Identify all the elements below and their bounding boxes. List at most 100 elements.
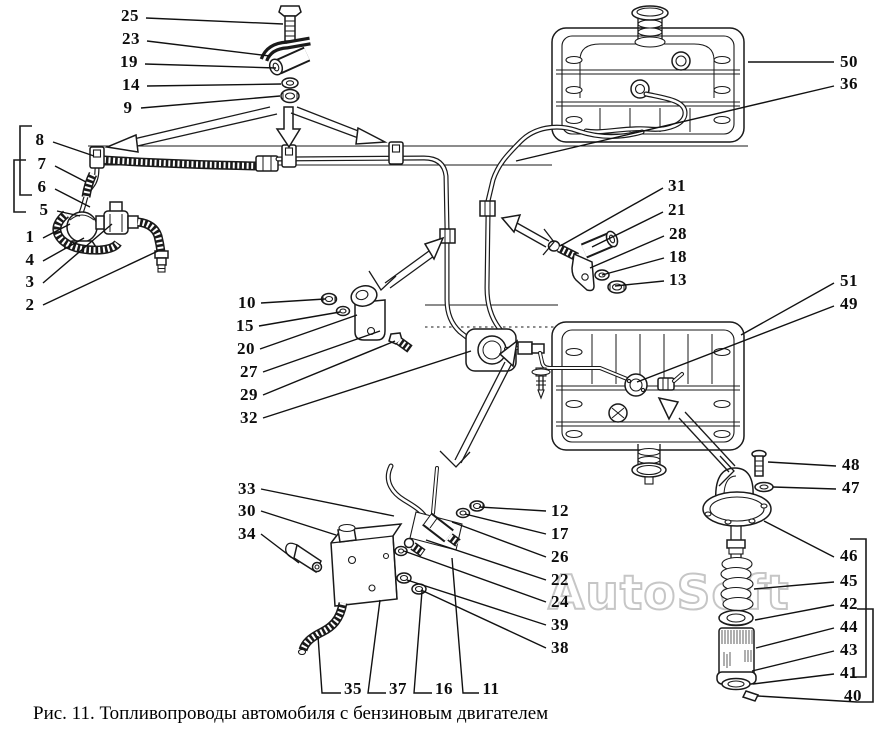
part-label-23: 23	[122, 29, 140, 48]
fuel-tank-upper	[551, 5, 745, 143]
part-label-20: 20	[237, 339, 255, 358]
leader-line-44	[755, 627, 835, 649]
part-label-27: 27	[240, 362, 258, 381]
leader-line-11	[451, 557, 479, 694]
leader-line-23	[146, 40, 271, 57]
part-label-25: 25	[121, 6, 139, 25]
part-label-1: 1	[25, 227, 35, 246]
filler-cap-lower	[631, 444, 667, 485]
leader-line-20	[259, 314, 358, 350]
part-label-50: 50	[840, 52, 858, 71]
part-label-4: 4	[25, 250, 35, 269]
leader-line-8	[52, 141, 95, 157]
part-label-30: 30	[238, 501, 256, 520]
leader-line-26	[451, 521, 547, 558]
leader-line-40	[757, 695, 858, 703]
part-label-34: 34	[238, 524, 256, 543]
leader-line-28	[589, 235, 665, 269]
part-label-44: 44	[840, 617, 858, 636]
pipe-clip-left	[89, 146, 105, 169]
leader-line-43	[751, 650, 835, 672]
leader-line-45	[753, 581, 835, 590]
part-label-16: 16	[435, 679, 453, 698]
part-label-5: 5	[39, 200, 49, 219]
leader-line-2	[42, 250, 159, 306]
leader-line-17	[464, 513, 547, 535]
leader-line-6	[54, 188, 91, 208]
part-label-38: 38	[551, 638, 569, 657]
leader-line-24	[403, 550, 547, 603]
leader-line-35	[317, 635, 341, 694]
part-label-39: 39	[551, 615, 569, 634]
fuel-pickup-unit	[702, 449, 774, 702]
part-label-40: 40	[844, 686, 862, 705]
part-label-17: 17	[551, 524, 569, 543]
leader-line-19	[144, 63, 277, 69]
leader-line-21	[591, 211, 664, 248]
part-label-48: 48	[842, 455, 860, 474]
leader-line-5	[56, 210, 81, 217]
leader-line-18	[601, 257, 665, 276]
filter-mesh	[721, 630, 753, 668]
fuel-pump-assembly	[285, 463, 485, 656]
leader-line-22	[425, 539, 547, 581]
part-label-24: 24	[551, 592, 569, 611]
part-label-45: 45	[840, 571, 858, 590]
fuel-tank-lower	[551, 321, 745, 485]
part-label-21: 21	[668, 200, 686, 219]
part-label-29: 29	[240, 385, 258, 404]
leader-line-1	[42, 223, 71, 239]
part-label-28: 28	[669, 224, 687, 243]
leader-line-7	[54, 165, 87, 183]
part-label-46: 46	[840, 546, 858, 565]
leader-line-34	[260, 533, 300, 564]
part-label-11: 11	[482, 679, 500, 698]
leader-line-51	[740, 282, 835, 336]
part-label-22: 22	[551, 570, 569, 589]
part-label-47: 47	[842, 478, 860, 497]
part-label-41: 41	[840, 663, 858, 682]
leader-line-4	[42, 237, 85, 262]
part-label-32: 32	[240, 408, 258, 427]
part-label-7: 7	[37, 154, 47, 173]
leader-line-39	[406, 579, 547, 626]
part-label-2: 2	[25, 295, 35, 314]
leader-line-3	[42, 223, 113, 284]
leader-line-12	[478, 506, 547, 512]
reference-arrows	[104, 106, 736, 487]
part-label-33: 33	[238, 479, 256, 498]
leader-line-36	[515, 85, 835, 162]
part-label-14: 14	[122, 75, 140, 94]
leader-line-27	[262, 330, 381, 373]
fuel-intake-assembly	[52, 201, 169, 273]
part-label-12: 12	[551, 501, 569, 520]
leader-lines	[42, 17, 858, 703]
filler-cap-upper	[631, 5, 669, 48]
part-label-19: 19	[120, 52, 138, 71]
figure-caption: Рис. 11. Топливопроводы автомобиля с бен…	[33, 703, 549, 724]
leader-line-38	[420, 589, 547, 649]
check-valve-group	[547, 230, 627, 294]
leader-line-47	[772, 486, 837, 490]
part-label-43: 43	[840, 640, 858, 659]
part-label-18: 18	[669, 247, 687, 266]
part-label-13: 13	[669, 270, 687, 289]
part-label-49: 49	[840, 294, 858, 313]
clamp-hardware-group	[259, 5, 312, 104]
drain-tap	[531, 367, 551, 400]
part-label-8: 8	[35, 130, 45, 149]
leader-line-37	[367, 599, 386, 694]
part-label-37: 37	[389, 679, 407, 698]
frame-reference-lines	[88, 145, 748, 328]
leader-line-31	[559, 187, 664, 247]
leader-line-29	[262, 340, 396, 396]
part-label-35: 35	[344, 679, 362, 698]
part-label-3: 3	[25, 272, 35, 291]
leader-line-32	[262, 350, 472, 419]
grouping-brackets	[13, 125, 874, 703]
leader-line-15	[258, 311, 341, 327]
main-fuel-line	[78, 155, 487, 350]
part-label-6: 6	[37, 177, 47, 196]
